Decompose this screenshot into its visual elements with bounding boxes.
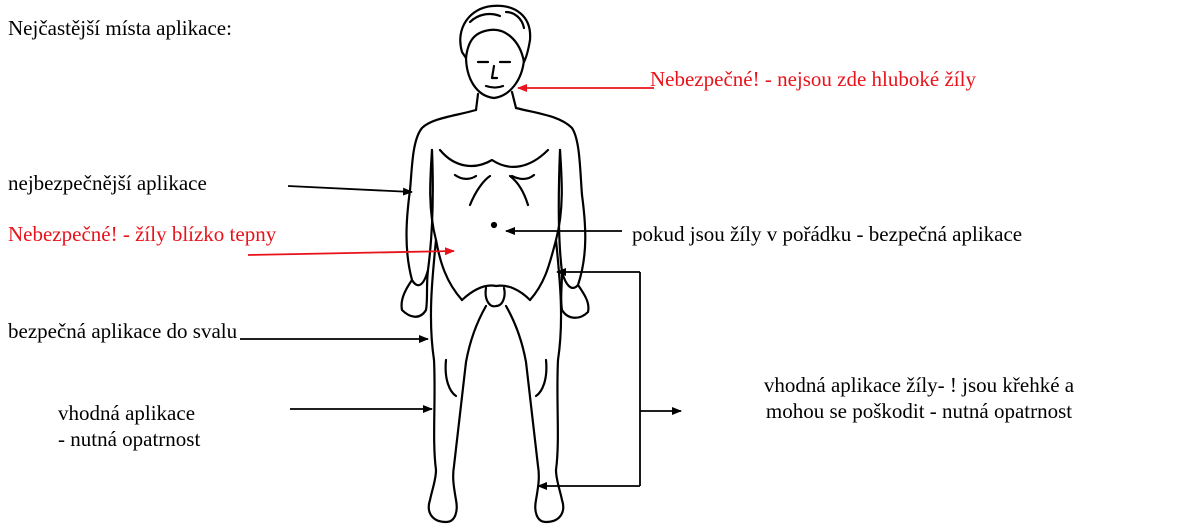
body-figure (402, 6, 589, 522)
arrow-arm (288, 186, 412, 192)
right-leg (506, 240, 563, 522)
label-shin-line2: - nutná opatrnost (58, 426, 200, 452)
label-arm-safest: nejbezpečnější aplikace (8, 170, 207, 196)
label-feet-line1: vhodná aplikace žíly- ! jsou křehké a (695, 372, 1143, 398)
diagram-title: Nejčastější místa aplikace: (8, 15, 232, 41)
left-arm (402, 150, 433, 317)
red-arrows (248, 88, 654, 255)
label-shin: vhodná aplikace - nutná opatrnost (58, 400, 200, 452)
groin (462, 286, 530, 307)
torso (410, 108, 582, 195)
label-shin-line1: vhodná aplikace (58, 400, 200, 426)
label-feet-line2: mohou se poškodit - nutná opatrnost (695, 398, 1143, 424)
left-leg (429, 240, 486, 522)
label-abdomen: pokud jsou žíly v pořádku - bezpečná apl… (632, 221, 1022, 247)
label-hands-feet: vhodná aplikace žíly- ! jsou křehké a mo… (695, 372, 1143, 424)
label-groin-danger: Nebezpečné! - žíly blízko tepny (8, 221, 276, 247)
label-neck-danger: Nebezpečné! - nejsou zde hluboké žíly (650, 66, 976, 92)
label-thigh-muscle: bezpečná aplikace do svalu (8, 318, 237, 344)
arrow-groin (248, 251, 454, 255)
black-arrows (240, 186, 681, 486)
right-arm (559, 150, 589, 318)
